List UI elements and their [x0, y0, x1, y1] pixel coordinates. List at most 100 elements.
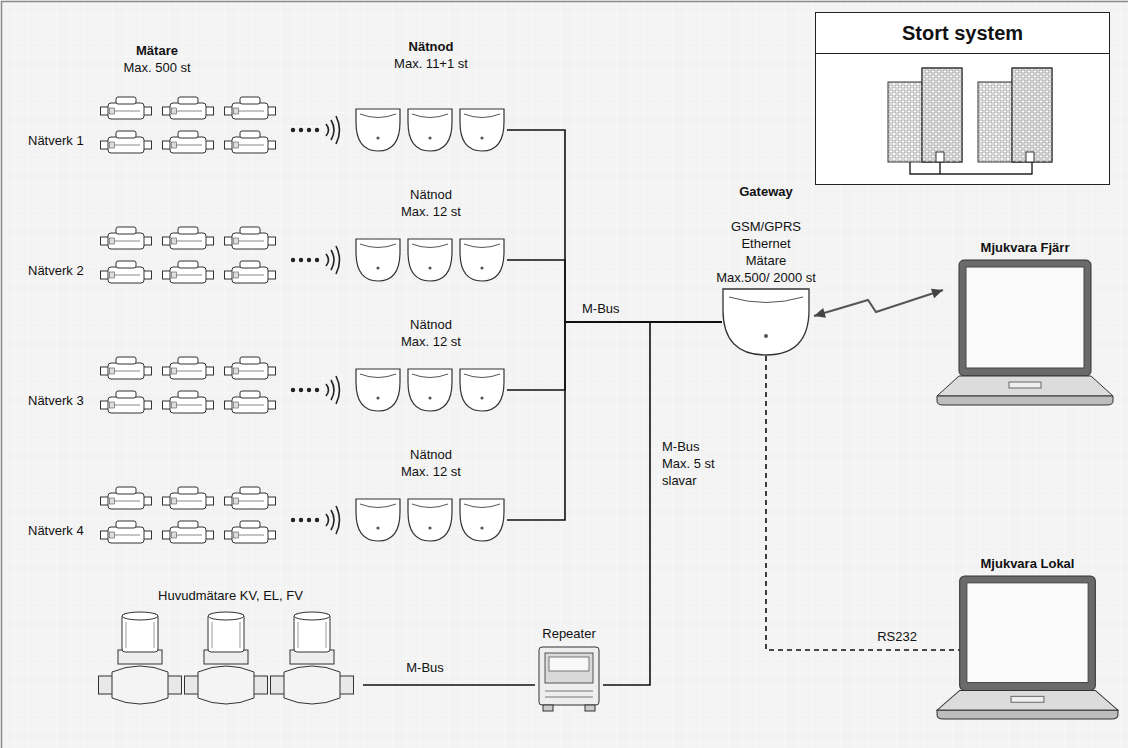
- network-label: Nätverk 2: [28, 262, 84, 279]
- device-node: GatewayGSM/GPRSEthernetMätareMax.500/ 20…: [722, 288, 810, 356]
- water-meter: [163, 97, 214, 119]
- node-title: Nätnod: [401, 186, 461, 203]
- radio-wave: [326, 124, 329, 136]
- water-meter: [225, 357, 276, 379]
- node-domes: [355, 498, 507, 542]
- signal-dot: [315, 128, 319, 132]
- signal-dot: [299, 258, 303, 262]
- signal-dot: [291, 128, 295, 132]
- column-heading: Max. 500 st: [123, 59, 190, 76]
- radio-wave: [326, 254, 329, 266]
- node-note: Max. 12 st: [401, 463, 461, 480]
- radio-wave: [336, 376, 340, 404]
- signal-dot: [315, 388, 319, 392]
- node-title: Repeater: [542, 625, 595, 642]
- signal-dot: [307, 518, 311, 522]
- device-node: NätnodMax. 12 st: [355, 368, 507, 412]
- water-meter: [225, 487, 276, 509]
- serial-link: [766, 356, 961, 650]
- water-meter: [163, 131, 214, 153]
- water-meter: [225, 261, 276, 283]
- signal-dot: [307, 258, 311, 262]
- water-meter: [163, 261, 214, 283]
- edge-label: M-Bus: [406, 659, 444, 676]
- node-heading: Huvudmätare KV, EL, FV: [158, 587, 303, 604]
- water-meter: [225, 391, 276, 413]
- node-note: Mätare: [716, 252, 816, 269]
- node-note: Max. 12 st: [401, 203, 461, 220]
- radio-wave: [326, 514, 329, 526]
- node-heading: NätnodMax. 12 st: [401, 186, 461, 220]
- water-meter: [101, 391, 152, 413]
- bus-label: M-Bus: [582, 300, 620, 317]
- device-node: NätnodMax. 12 st: [355, 238, 507, 282]
- radio-wave: [331, 250, 334, 270]
- signal-dot: [299, 128, 303, 132]
- signal-dot: [307, 388, 311, 392]
- node-title: Nätnod: [401, 316, 461, 333]
- arrow-head: [931, 289, 943, 299]
- water-meter: [101, 521, 152, 543]
- node-title: Mjukvara Lokal: [981, 555, 1075, 572]
- water-meter: [163, 487, 214, 509]
- device-node: Mjukvara Lokal: [935, 574, 1120, 722]
- node-note: Max. 12 st: [401, 333, 461, 350]
- node-title: Huvudmätare KV, EL, FV: [158, 587, 303, 604]
- node-domes: [355, 108, 507, 152]
- bus-line: [603, 322, 722, 685]
- network-label: Nätverk 1: [28, 132, 84, 149]
- column-heading: Mätare: [136, 42, 178, 59]
- radio-wave: [331, 120, 334, 140]
- node-title: Nätnod: [394, 38, 468, 55]
- node-heading: NätnodMax. 11+1 st: [394, 38, 468, 72]
- water-meter: [163, 391, 214, 413]
- edge-label: M-Bus Max. 5 st slavar: [662, 438, 726, 489]
- water-meter: [101, 131, 152, 153]
- node-heading: NätnodMax. 12 st: [401, 316, 461, 350]
- device-node: Repeater: [535, 645, 603, 713]
- wireless-link: [814, 290, 943, 316]
- bus-line: [507, 130, 722, 322]
- node-title: Mjukvara Fjärr: [981, 239, 1070, 256]
- signal-dot: [291, 258, 295, 262]
- node-note: Ethernet: [716, 235, 816, 252]
- main-meters: [98, 610, 363, 710]
- network-label: Nätverk 4: [28, 522, 84, 539]
- signal-dot: [299, 518, 303, 522]
- radio-wave: [336, 506, 340, 534]
- buildings-figure: [816, 54, 1109, 184]
- device-node: NätnodMax. 11+1 st: [355, 108, 507, 152]
- title-text: Stort system: [902, 21, 1023, 45]
- device-node: Mjukvara Fjärr: [935, 258, 1115, 408]
- signal-dot: [315, 518, 319, 522]
- water-meter: [163, 521, 214, 543]
- node-heading: Repeater: [542, 625, 595, 642]
- water-meter: [101, 487, 152, 509]
- node-domes: [355, 238, 507, 282]
- laptop-figure: [935, 574, 1120, 722]
- node-domes: [355, 368, 507, 412]
- bus-line: [507, 322, 722, 520]
- water-meter: [225, 131, 276, 153]
- node-title: Gateway: [716, 183, 816, 200]
- signal-dot: [291, 518, 295, 522]
- node-title: Nätnod: [401, 446, 461, 463]
- water-meter: [225, 97, 276, 119]
- bus-line: [507, 322, 722, 390]
- network-label: Nätverk 3: [28, 392, 84, 409]
- laptop-figure: [935, 258, 1115, 408]
- title-band: Stort system: [816, 13, 1109, 54]
- node-heading: Mjukvara Fjärr: [981, 239, 1070, 256]
- node-note: GSM/GPRS: [716, 218, 816, 235]
- bus-line: [507, 260, 722, 322]
- water-meter: [101, 357, 152, 379]
- node-heading: NätnodMax. 12 st: [401, 446, 461, 480]
- radio-wave: [331, 510, 334, 530]
- arrow-head: [814, 308, 826, 318]
- radio-wave: [326, 384, 329, 396]
- water-meter: [101, 261, 152, 283]
- edge-label: RS232: [877, 628, 917, 645]
- signal-dot: [291, 388, 295, 392]
- water-meter: [101, 97, 152, 119]
